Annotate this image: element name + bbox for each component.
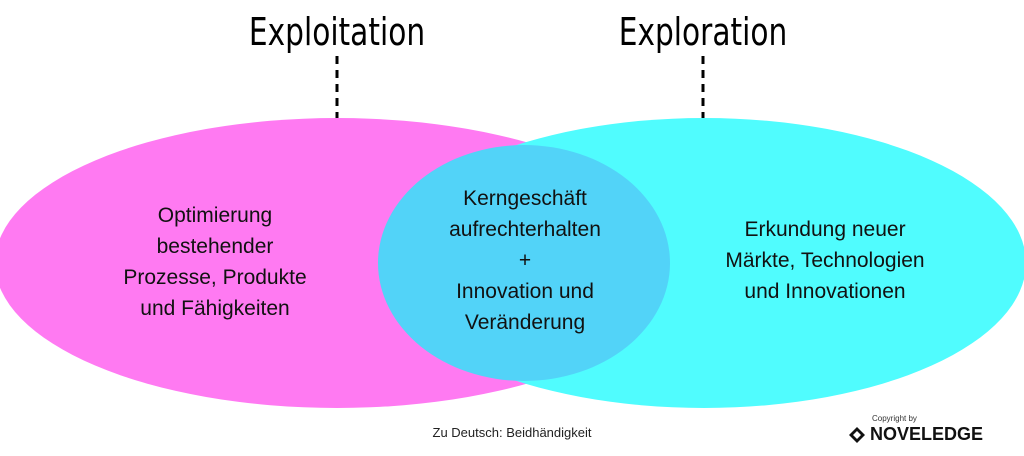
text-line: bestehender — [156, 235, 274, 258]
exploitation-description: Optimierung bestehender Prozesse, Produk… — [90, 200, 340, 324]
text-line: aufrechterhalten — [449, 218, 601, 241]
overlap-description: Kerngeschäft aufrechterhalten + Innovati… — [400, 183, 650, 338]
footer-caption: Zu Deutsch: Beidhändigkeit — [432, 425, 592, 440]
text-line: und Fähigkeiten — [140, 297, 290, 320]
text-line: Optimierung — [157, 204, 273, 227]
exploitation-title: Exploitation — [248, 10, 426, 54]
copyright-label: Copyright by — [872, 414, 917, 423]
text-line: Erkundung neuer — [744, 218, 906, 241]
text-line: Veränderung — [464, 311, 586, 334]
text-line: + — [518, 249, 532, 272]
noveledge-logo-icon — [849, 426, 865, 443]
text-line: und Innovationen — [744, 280, 906, 303]
text-line: Prozesse, Produkte — [123, 266, 307, 289]
exploration-description: Erkundung neuer Märkte, Technologien und… — [700, 214, 950, 307]
exploration-title: Exploration — [618, 10, 788, 54]
text-line: Innovation und — [456, 280, 594, 303]
brand-name: NOVELEDGE — [870, 424, 984, 444]
text-line: Märkte, Technologien — [725, 249, 925, 272]
noveledge-logo: NOVELEDGE — [848, 424, 983, 445]
overlap-ellipse — [378, 145, 670, 381]
text-line: Kerngeschäft — [463, 187, 587, 210]
